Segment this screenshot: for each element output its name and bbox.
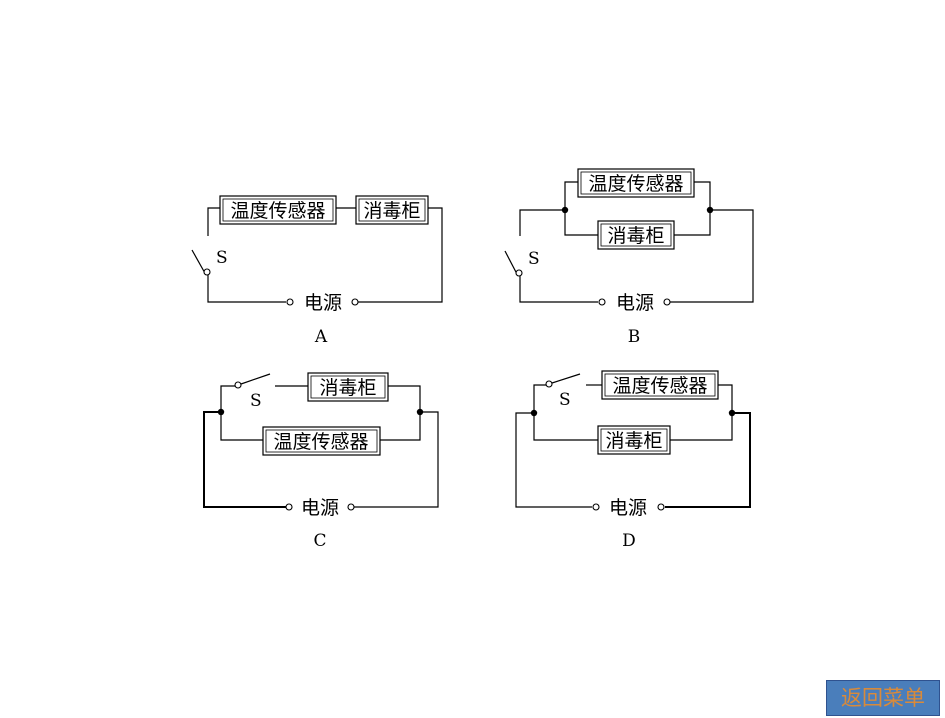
- switch-label: S: [528, 249, 540, 269]
- power-source-label: 电源: [609, 497, 647, 519]
- temperature-sensor-label: 温度传感器: [273, 431, 368, 453]
- power-source-label: 电源: [616, 292, 654, 314]
- temperature-sensor-label: 温度传感器: [588, 173, 683, 195]
- switch-blade: [551, 373, 581, 384]
- option-label-a: A: [314, 327, 328, 347]
- disinfection-cabinet-box: [597, 220, 675, 250]
- option-label-d: D: [622, 531, 636, 551]
- power-terminal-left: [592, 503, 600, 511]
- switch-pivot: [515, 269, 523, 277]
- temperature-sensor-label: 温度传感器: [612, 375, 707, 397]
- disinfection-cabinet-label: 消毒柜: [319, 377, 376, 399]
- switch-pivot: [234, 381, 242, 389]
- switch-label: S: [559, 390, 571, 410]
- back-to-menu-button[interactable]: 返回菜单: [826, 680, 940, 716]
- power-source-label: 电源: [304, 292, 342, 314]
- switch-label: S: [250, 391, 262, 411]
- temperature-sensor-box: [601, 370, 719, 400]
- power-terminal-right: [351, 298, 359, 306]
- disinfection-cabinet-label: 消毒柜: [363, 200, 420, 222]
- option-label-b: B: [628, 327, 641, 347]
- power-terminal-right: [347, 503, 355, 511]
- switch-pivot: [545, 380, 553, 388]
- switch-pivot: [203, 268, 211, 276]
- option-label-c: C: [313, 531, 326, 551]
- circuit-d: 温度传感器 消毒柜 电源 S D: [515, 370, 751, 551]
- junction-node-right: [706, 206, 714, 214]
- circuit-a: 温度传感器 消毒柜 电源 S A: [191, 195, 443, 347]
- temperature-sensor-label: 温度传感器: [230, 200, 325, 222]
- switch-label: S: [216, 248, 228, 268]
- disinfection-cabinet-label: 消毒柜: [607, 225, 664, 247]
- junction-node-right: [728, 409, 736, 417]
- circuit-b: 温度传感器 消毒柜 电源 S B: [504, 168, 754, 347]
- power-terminal-left: [285, 503, 293, 511]
- disinfection-cabinet-box: [307, 372, 389, 402]
- junction-node-right: [416, 408, 424, 416]
- power-terminal-left: [598, 298, 606, 306]
- power-terminal-left: [286, 298, 294, 306]
- temperature-sensor-box: [262, 426, 381, 456]
- disinfection-cabinet-box: [355, 195, 429, 225]
- power-terminal-right: [657, 503, 665, 511]
- junction-node-left: [530, 409, 538, 417]
- disinfection-cabinet-box: [597, 425, 671, 455]
- temperature-sensor-box: [577, 168, 695, 198]
- power-source-label: 电源: [301, 497, 339, 519]
- circuit-c: 消毒柜 温度传感器 电源 S C: [203, 372, 439, 551]
- power-terminal-right: [663, 298, 671, 306]
- temperature-sensor-box: [219, 195, 337, 225]
- disinfection-cabinet-label: 消毒柜: [605, 430, 662, 452]
- junction-node-left: [561, 206, 569, 214]
- junction-node-left: [217, 408, 225, 416]
- switch-blade: [240, 373, 271, 385]
